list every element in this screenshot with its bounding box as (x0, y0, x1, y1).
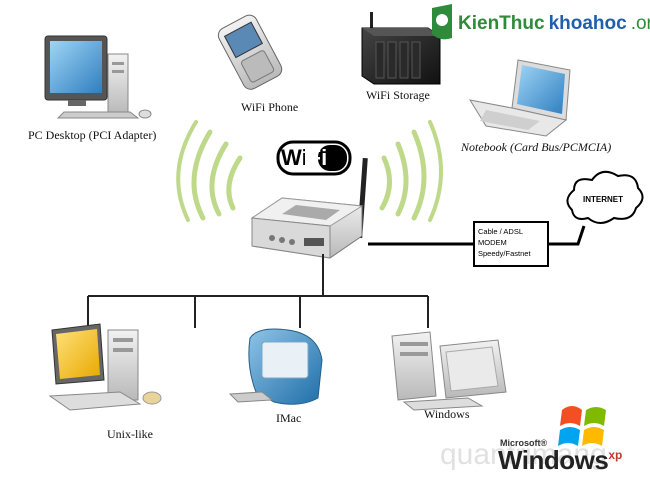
wifi-phone-icon (217, 14, 283, 90)
windows-flag-icon (558, 406, 606, 446)
xp-text: xp (608, 448, 623, 462)
unix-pc-icon (48, 323, 162, 411)
internet-cloud-icon (566, 170, 644, 224)
pc-desktop-icon (44, 35, 152, 119)
wan-link (368, 225, 586, 246)
wifi-router-icon (250, 157, 368, 259)
modem-line-2: MODEM (478, 238, 507, 247)
wifi-signal-waves-right (379, 120, 443, 222)
label-wifi-storage: WiFi Storage (366, 88, 430, 102)
label-notebook: Notebook (Card Bus/PCMCIA) (461, 140, 612, 154)
brand-text-2: khoahoc (548, 13, 627, 34)
lan-bus (87, 254, 429, 328)
windows-text: Windows (498, 445, 609, 475)
windows-xp-logo: Microsoft® Windowsxp (498, 438, 622, 474)
brand-text-3: .org (630, 13, 650, 34)
wifi-signal-waves-left (176, 120, 243, 222)
wifi-storage-icon (361, 12, 441, 85)
windows-pc-icon (391, 331, 507, 411)
label-unix: Unix-like (107, 427, 153, 441)
brand-text-1: KienThuc (458, 13, 545, 34)
wifi-logo-label: WiFi (281, 145, 328, 170)
notebook-icon (468, 59, 571, 137)
label-imac: IMac (276, 411, 302, 425)
modem-box (473, 221, 549, 267)
modem-label: Cable / ADSL MODEM Speedy/Fastnet (478, 226, 548, 259)
modem-line-3: Speedy/Fastnet (478, 249, 531, 258)
label-wifi-phone: WiFi Phone (241, 100, 299, 114)
modem-line-1: Cable / ADSL (478, 227, 524, 236)
label-windows: Windows (424, 407, 470, 421)
label-pc-desktop: PC Desktop (PCI Adapter) (28, 128, 157, 142)
wifi-logo (276, 140, 352, 176)
watermark-text: quantrimang (440, 438, 607, 471)
wifi-logo-text: WiFi (281, 145, 347, 171)
microsoft-text: Microsoft® (500, 438, 548, 448)
imac-icon (228, 328, 323, 405)
brand-logo-icon (432, 4, 452, 40)
internet-label: INTERNET (583, 195, 623, 204)
